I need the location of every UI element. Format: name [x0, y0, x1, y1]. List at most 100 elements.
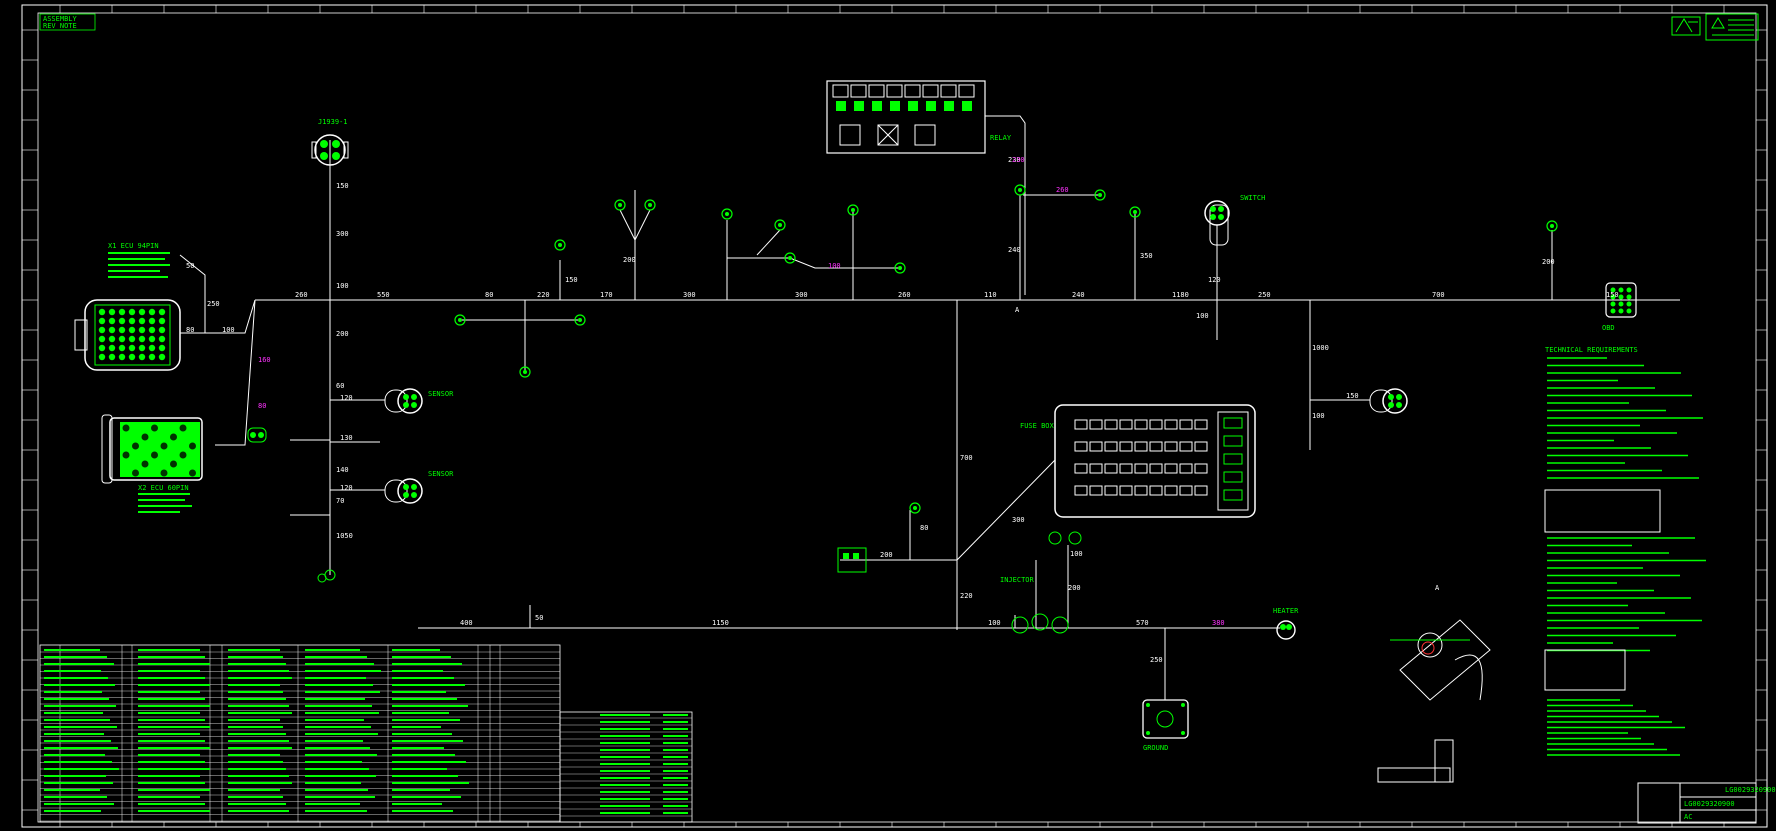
dim-label: 1150 [712, 619, 729, 627]
dim-label: 300 [1012, 516, 1025, 524]
sensor-connector-right [1369, 388, 1408, 414]
dim-label: 350 [1140, 252, 1153, 260]
dim-label: 250 [207, 300, 220, 308]
title-block [1377, 739, 1757, 824]
dim-label: 70 [336, 497, 344, 505]
small-connector-left [247, 427, 267, 443]
round-connector-top [311, 134, 349, 166]
switch-box [837, 547, 867, 573]
dim-label: 700 [1432, 291, 1445, 299]
bottom-dimensions: 400 1150 100 50 570 [460, 614, 1149, 627]
injector-connectors [1011, 531, 1082, 634]
dim-label: 400 [460, 619, 473, 627]
dim-label: 150 [336, 182, 349, 190]
ecu-connector-94pin-notes [108, 252, 170, 278]
dim-label: 130 [340, 434, 353, 442]
ground-terminal-left [317, 569, 336, 583]
dim-label: 570 [1136, 619, 1149, 627]
dim-label: 100 [222, 326, 235, 334]
magenta-dimensions: 160 80 260 100 230 380 [258, 156, 1225, 627]
border-ticks [22, 5, 1767, 827]
dim-label: 100 [1196, 312, 1209, 320]
detail-view-a-label: A [1435, 584, 1440, 592]
dim-label: 250 [1150, 656, 1163, 664]
sensor-connector-2 [384, 478, 423, 504]
heater-connector-label: HEATER [1273, 607, 1299, 615]
dim-label: 220 [960, 592, 973, 600]
sensor-connector-1 [384, 388, 423, 414]
dim-label-magenta: 100 [828, 262, 841, 270]
dim-label: 260 [898, 291, 911, 299]
drawing-border [21, 4, 1768, 828]
ground-module-label: GROUND [1143, 744, 1168, 752]
dim-label: 240 [1008, 246, 1021, 254]
ecu-connector-94pin-label: X1 ECU 94PIN [108, 242, 159, 250]
right-end-connector [1605, 282, 1637, 318]
right-end-connector-label: OBD [1602, 324, 1615, 332]
dim-label: 120 [340, 394, 353, 402]
sensor-connector-1-label: SENSOR [428, 390, 454, 398]
dim-label: 220 [537, 291, 550, 299]
top-left-title-2: REV NOTE [43, 22, 77, 30]
round-connector-right-label: SWITCH [1240, 194, 1265, 202]
title-block-rev: AC [1684, 813, 1692, 821]
injector-connectors-label: INJECTOR [1000, 576, 1035, 584]
dim-label: 140 [336, 466, 349, 474]
dim-label: 700 [960, 454, 973, 462]
dim-label: 200 [1542, 258, 1555, 266]
dim-label: 120 [340, 484, 353, 492]
ecu-connector-60pin [101, 414, 203, 484]
drawing-inner-border [37, 12, 1757, 823]
dim-label: 1000 [1312, 344, 1329, 352]
dim-label: 170 [600, 291, 613, 299]
ecu-connector-94pin [74, 299, 181, 371]
vertical-dimensions: 150 300 100 200 60 120 130 140 70 120 10… [186, 156, 1555, 664]
dim-label: 240 [1072, 291, 1085, 299]
fuse-box-label: FUSE BOX [1020, 422, 1055, 430]
bom-table-right [559, 711, 693, 823]
trunk-dimensions: 80 100 260 550 80 220 170 300 300 260 11… [186, 291, 1619, 334]
dim-label: 250 [1258, 291, 1271, 299]
dim-label-magenta: 230 [1012, 156, 1025, 164]
dim-label: 80 [485, 291, 493, 299]
fuse-box [1054, 404, 1256, 518]
dim-label: 80 [920, 524, 928, 532]
dim-label: 1180 [1172, 291, 1189, 299]
dim-label: 150 [1606, 291, 1619, 299]
dim-label: 550 [377, 291, 390, 299]
dim-label-magenta: 80 [258, 402, 266, 410]
company-logo [1671, 16, 1701, 36]
ecu-connector-60pin-notes [138, 493, 192, 513]
dim-label: 50 [186, 262, 194, 270]
round-connector-top-label: J1939-1 [318, 118, 348, 126]
heater-connector [1276, 620, 1296, 640]
dim-label: 300 [683, 291, 696, 299]
dim-label: 200 [880, 551, 893, 559]
dim-label: 230 [1008, 156, 1021, 164]
round-connector-right [1204, 200, 1230, 246]
ground-module [1142, 699, 1189, 739]
title-block-drawing-no: LG0029320900 [1725, 786, 1776, 794]
dim-label: 60 [336, 382, 344, 390]
dim-label: 100 [1070, 550, 1083, 558]
dim-label: 260 [295, 291, 308, 299]
harness-wires [179, 115, 1680, 700]
section-marker-a: A [1015, 306, 1020, 314]
dim-label: 80 [186, 326, 194, 334]
bom-table-left [39, 644, 561, 823]
ecu-connector-60pin-label: X2 ECU 60PIN [138, 484, 189, 492]
dim-label: 50 [535, 614, 543, 622]
dim-label-magenta: 160 [258, 356, 271, 364]
dim-label-magenta: 380 [1212, 619, 1225, 627]
dim-label: 100 [336, 282, 349, 290]
relay-panel-label: RELAY [990, 134, 1012, 142]
dim-label: 1050 [336, 532, 353, 540]
dim-label: 100 [988, 619, 1001, 627]
dim-label: 300 [336, 230, 349, 238]
top-left-title-1: ASSEMBLY [43, 15, 78, 23]
sensor-connector-2-label: SENSOR [428, 470, 454, 478]
dim-label: 150 [565, 276, 578, 284]
dim-label: 200 [623, 256, 636, 264]
dim-label: 110 [984, 291, 997, 299]
